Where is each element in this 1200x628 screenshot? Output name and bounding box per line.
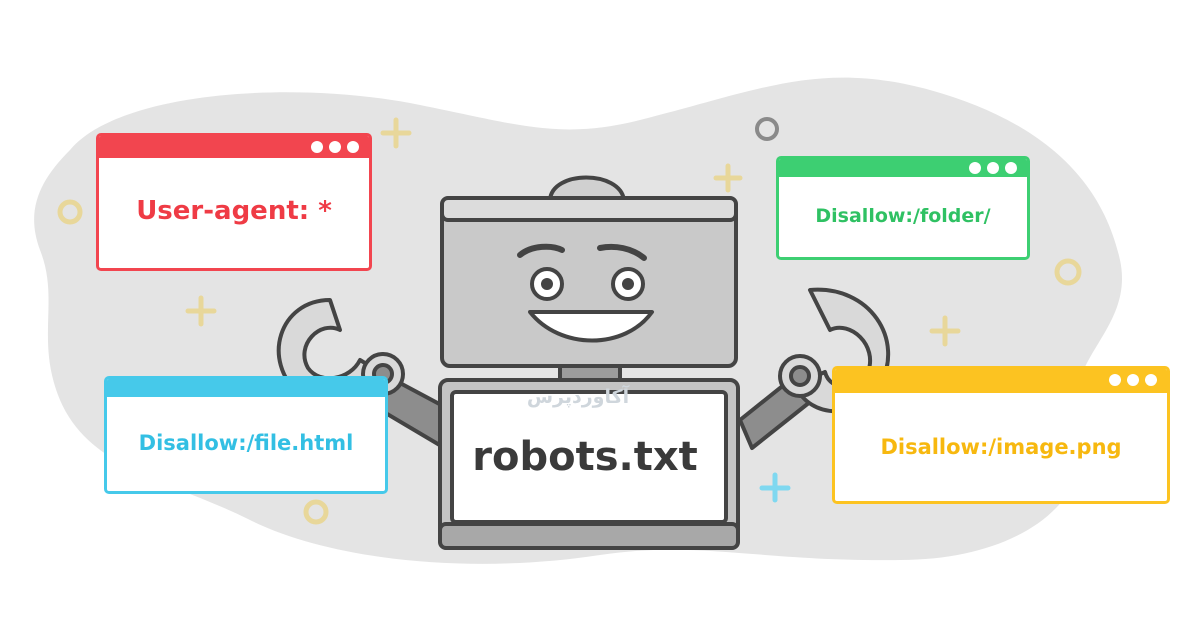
robot-face [517,243,654,343]
window-titlebar [779,159,1027,177]
robot-head [440,175,738,384]
window-titlebar [835,369,1167,393]
disallow-file-window: Disallow:/file.html [104,376,388,494]
disallow-image-text: Disallow:/image.png [880,435,1122,459]
window-dot-icon [347,141,359,153]
watermark-logo: آکاوردپرس [526,386,630,408]
window-dot-icon [1145,374,1157,386]
disallow-folder-window: Disallow:/folder/ [776,156,1030,260]
robot-body [438,378,740,550]
window-dot-icon [311,141,323,153]
window-dot-icon [1109,374,1121,386]
window-dot-icon [1127,374,1139,386]
window-dot-icon [329,141,341,153]
disallow-image-window: Disallow:/image.png [832,366,1170,504]
window-titlebar [107,379,385,397]
robots-txt-label: robots.txt [472,434,698,480]
sparkle-blue-icon [759,472,791,503]
user-agent-window: User-agent: * [96,133,372,271]
sparkle-icons [185,117,961,347]
disallow-file-text: Disallow:/file.html [138,431,354,455]
circle-icons [57,117,1082,525]
window-dot-icon [969,162,981,174]
window-dot-icon [987,162,999,174]
disallow-folder-text: Disallow:/folder/ [815,205,991,227]
user-agent-text: User-agent: * [136,196,332,226]
window-dot-icon [1005,162,1017,174]
window-titlebar [99,136,369,158]
